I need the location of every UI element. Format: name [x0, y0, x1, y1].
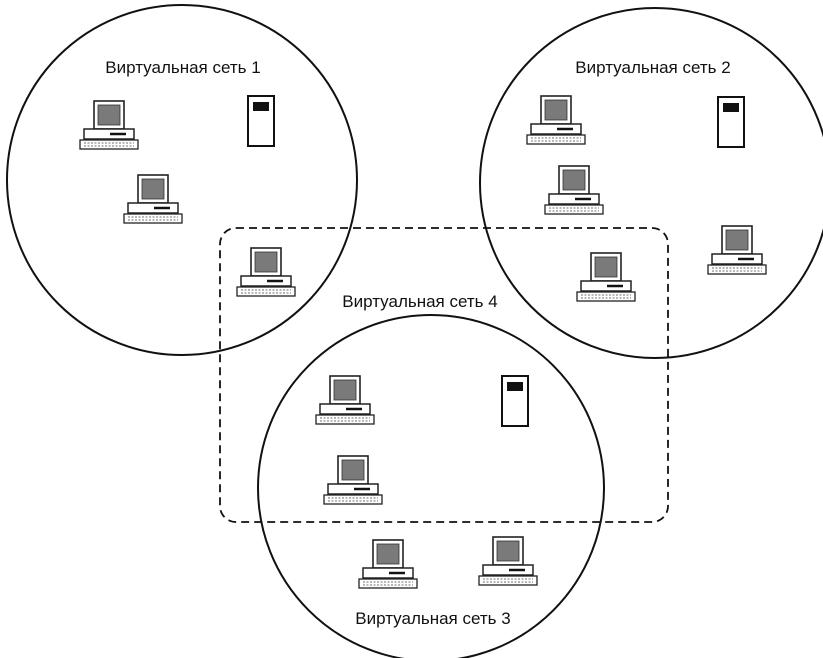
server-icon: [717, 96, 745, 148]
vlan4-label: Виртуальная сеть 4: [342, 292, 497, 311]
network-dashed-box-vlan4: [219, 227, 669, 523]
workstation-icon: [78, 99, 140, 151]
workstation-icon: [122, 173, 184, 225]
workstation-icon: [322, 454, 384, 506]
workstation-icon: [575, 251, 637, 303]
vlan3-label: Виртуальная сеть 3: [355, 609, 510, 628]
workstation-icon: [706, 224, 768, 276]
workstation-icon: [357, 538, 419, 590]
workstation-icon: [543, 164, 605, 216]
network-circle-vlan1: [6, 4, 358, 356]
workstation-icon: [314, 374, 376, 426]
network-circle-vlan2: [479, 7, 823, 359]
server-icon: [501, 375, 529, 427]
workstation-icon: [525, 94, 587, 146]
network-circle-vlan3: [257, 314, 605, 658]
vlan1-label: Виртуальная сеть 1: [105, 58, 260, 77]
server-icon: [247, 95, 275, 147]
workstation-icon: [477, 535, 539, 587]
workstation-icon: [235, 246, 297, 298]
vlan2-label: Виртуальная сеть 2: [575, 58, 730, 77]
